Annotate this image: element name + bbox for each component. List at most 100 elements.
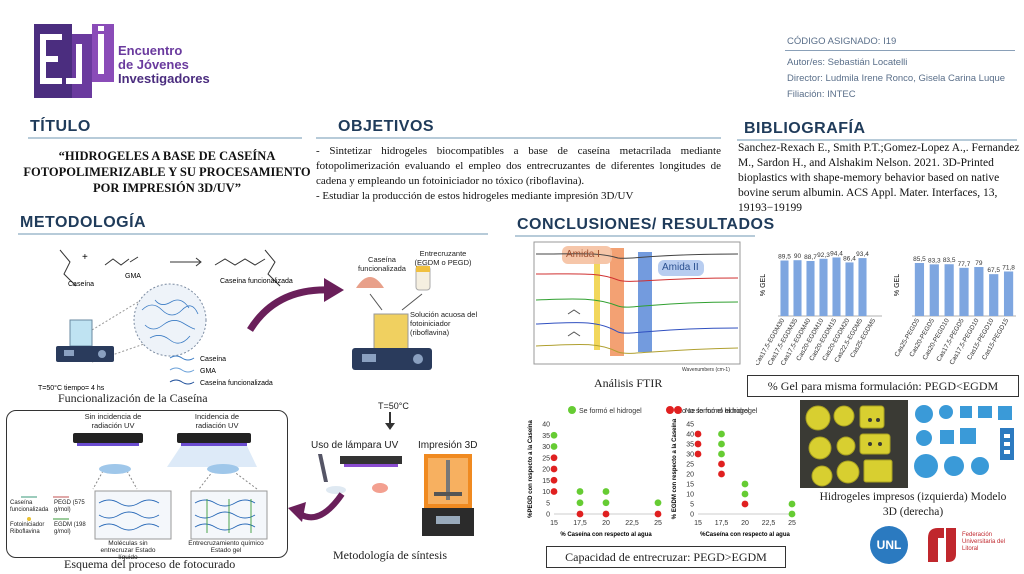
scatter-point [576,510,584,518]
scatter-point [602,499,610,507]
scatter-point [550,431,558,439]
y-tick-label: 45 [686,422,694,429]
bar [832,257,841,316]
conclusiones-heading: CONCLUSIONES/ RESULTADOS [517,216,775,233]
y-tick-label: 40 [542,422,550,429]
scatter-point [718,450,725,458]
conditions-text: T=50°C tiempo= 4 hs [38,384,105,392]
x-tick-label: 22,5 [625,520,639,527]
x-tick-label: 22,5 [762,520,776,527]
header-meta: CÓDIGO ASIGNADO: I19 Autor/es: Sebastián… [787,34,1005,103]
capacidad-caption: Capacidad de entrecruzar: PEGD>EGDM [565,550,767,564]
caseina-label: Caseína [68,281,94,288]
gel-caption: % Gel para misma formulación: PEGD<EGDM [767,379,999,393]
bar-value-label: 85,5 [913,256,926,263]
gel-caption-box: % Gel para misma formulación: PEGD<EGDM [747,375,1019,397]
objetivos-text: - Sintetizar hidrogeles biocompatibles a… [316,144,721,204]
temp-label: T=50°C [378,401,409,411]
y-tick-label: 0 [690,512,694,519]
scatter-point [788,500,796,508]
functionalization-diagram: + Caseína GMA Caseína funcionalizada Cas… [20,240,320,400]
y-tick-label: 40 [686,432,694,439]
bar-value-label: 92,3 [817,252,830,259]
bar [793,260,802,316]
y-axis-label: %PEGD con respecto a la Caseína [528,419,534,517]
bar-chart-pegd: % GEL85,5Cas25-PEGD583,3Cas20-PEGD583,5C… [894,256,1016,366]
bar-value-label: 89,5 [778,254,791,261]
y-tick-label: 35 [542,433,550,440]
bar [929,264,939,316]
bar [959,267,969,316]
logo-text: Encuentro de Jóvenes Investigadores [118,44,210,86]
scatter-point [788,510,796,518]
y-tick-label: 35 [686,442,694,449]
y-tick-label: 20 [686,472,694,479]
caption-fotocurado: Esquema del proceso de fotocurado [64,557,236,571]
bar-value-label: 67,5 [987,267,1000,274]
legend-marker [568,406,576,414]
ftir-caption: Análisis FTIR [594,376,663,390]
scatter-point [718,460,725,468]
scatter-point [550,443,558,450]
photocuring-box [6,410,288,558]
bar [806,261,815,316]
x-tick-label: 17,5 [715,520,729,527]
scatter-point [550,465,558,473]
leg-pegd: PEGD (575 g/mol) [54,500,85,513]
svg-text:+: + [82,252,88,263]
fed-text: Federación Universitaria del Litoral [962,532,1006,552]
affiliation: Filiación: INTEC [787,89,856,100]
caseina-func-label: Caseína funcionalizada [220,278,293,285]
leg-egdm: EGDM (198 g/mol) [54,522,86,535]
scatter-point [718,470,725,478]
leg-caseina-func: Caseína funcionalizada [10,500,49,513]
scatter-point [741,490,749,498]
scatter-point [550,454,558,462]
scatter-point [576,499,584,507]
synthesis-diagram [340,240,490,420]
scatter-point [654,499,662,507]
legend-label: No se formó el hidrogel [685,408,758,415]
x-tick-label: 20 [741,520,749,527]
y-tick-label: 5 [546,500,550,507]
directors: Director: Ludmila Irene Ronco, Gisela Ca… [787,73,1006,84]
down-arrow [384,412,396,430]
x-axis-label: % Caseína con respecto al agua [560,532,652,538]
y-axis-label: % EGDM con respecto a la Caseína [672,418,678,519]
printer-3d-illustration [420,452,476,538]
y-tick-label: 0 [546,512,550,519]
y-tick-label: 25 [686,462,694,469]
sin-uv-label: Sin incidencia de radiación UV [84,412,142,430]
estado-liquido: Moléculas sin entrecruzar Estado líquido [100,540,156,561]
legend-caseina: Caseína [200,356,226,363]
scatter-point [741,500,749,508]
bar [944,264,954,316]
legend-label: No se formó el hidrogel [677,408,750,415]
caseina-func-label-2: Caseína funcionalizada [358,255,406,273]
curved-arrow-right [246,276,346,336]
estado-gel: Entrecruzamiento químico Estado gel [188,540,264,554]
con-uv-label: Incidencia de radiación UV [194,412,240,430]
logo-line2: de Jóvenes [118,57,189,72]
amida2-label: Amida II [662,262,699,273]
bar [914,262,925,316]
scatter-point [718,440,725,448]
eji-logo [34,24,114,98]
solucion-label: Solución acuosa del fotoiniciador (ribof… [410,310,478,337]
bar-value-label: 79 [975,260,983,267]
x-tick-label: 20 [602,520,610,527]
y-tick-label: 15 [686,482,694,489]
ftir-xlabel: Wavenumbers (cm-1) [682,367,730,373]
x-tick-label: 15 [694,520,702,527]
scatter-point [550,488,558,495]
y-tick-label: 10 [542,489,550,496]
hidrogeles-caption: Hidrogeles impresos (izquierda) Modelo 3… [819,491,1007,518]
caption-sintesis: Metodología de síntesis [333,548,447,562]
titulo-heading: TÍTULO [30,118,91,135]
scatter-point [550,476,558,484]
legend-func: Caseína funcionalizada [200,380,273,387]
bar [1003,271,1014,316]
legend-gma: GMA [200,368,216,375]
caption-funcionalizacion: Funcionalización de la Caseína [58,391,208,405]
